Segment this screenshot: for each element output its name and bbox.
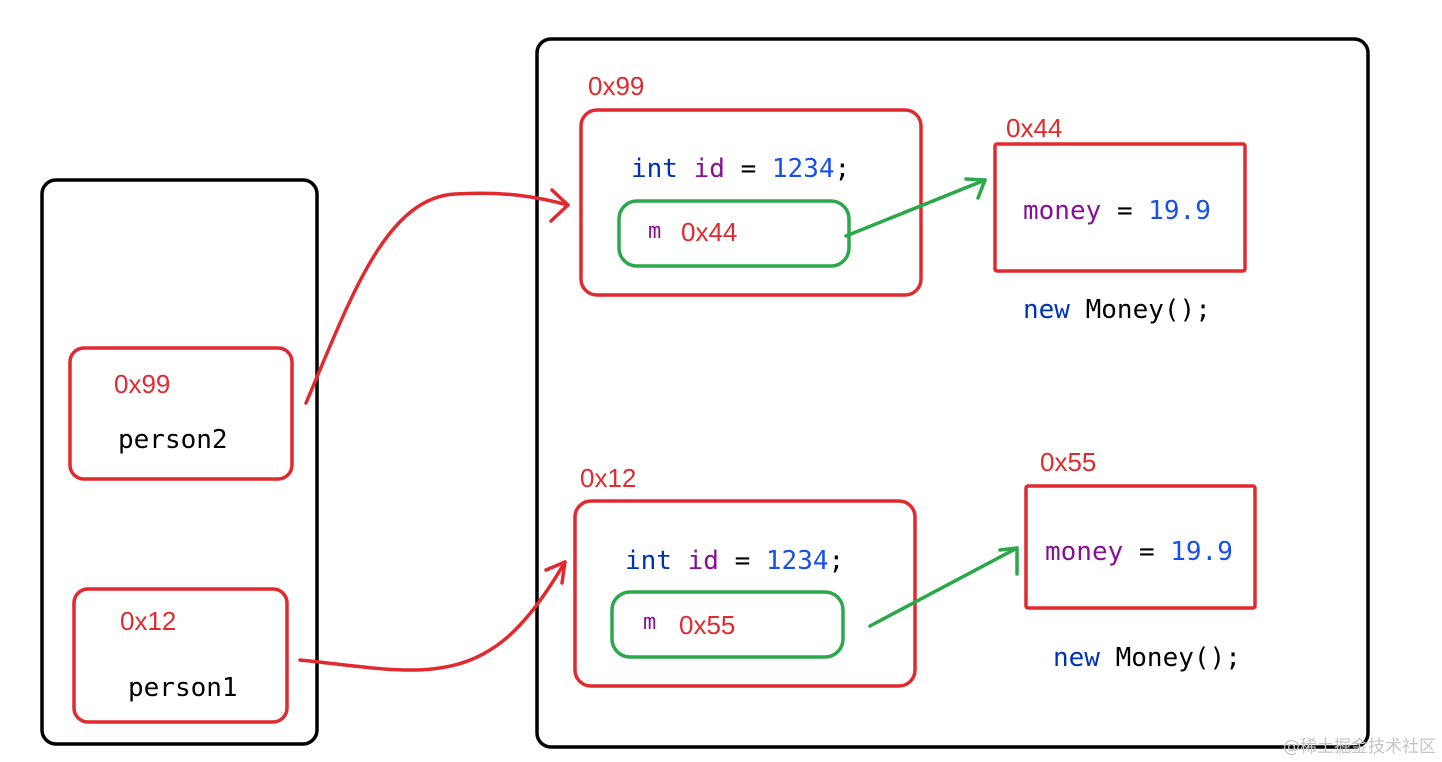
- money-field-name: money: [1045, 537, 1123, 567]
- stack-area: [40, 178, 319, 746]
- field-value: 1234: [772, 154, 835, 184]
- reference-arrow-m-0x55: [868, 546, 1019, 628]
- reference-arrow-person1: [298, 560, 567, 672]
- reference-field-name: m: [643, 610, 656, 635]
- reference-field-value: 0x55: [679, 610, 735, 640]
- watermark: @稀土掘金技术社区: [1283, 737, 1436, 757]
- field-declaration: int id = 1234;: [631, 154, 850, 184]
- money-object-box: [1024, 484, 1257, 610]
- reference-field-box: [610, 590, 845, 659]
- assign-operator: =: [735, 546, 751, 576]
- field-value: 1234: [766, 546, 829, 576]
- constructor-call: new Money();: [1023, 295, 1211, 325]
- arrow-line: [844, 178, 987, 238]
- heap-object-box: [573, 499, 917, 688]
- stack-variable-box: [68, 346, 294, 481]
- money-field-value: 19.9: [1148, 196, 1211, 226]
- money-object-box: [993, 142, 1247, 273]
- stack-variable-name: person1: [128, 673, 238, 703]
- money-field-value: 19.9: [1170, 537, 1233, 567]
- arrow-head: [549, 188, 570, 223]
- heap-area: [535, 37, 1370, 749]
- stack-variable-person2: 0x99 person2: [68, 346, 294, 481]
- new-keyword: new: [1023, 295, 1070, 325]
- stack-variable-person1: 0x12 person1: [72, 587, 289, 724]
- stack-variable-name: person2: [118, 425, 228, 455]
- heap-money-object-0x44: 0x44 money = 19.9 new Money();: [993, 113, 1247, 325]
- heap-person-object-0x12: 0x12 int id = 1234; m 0x55: [573, 463, 917, 688]
- heap-object-box: [579, 108, 923, 297]
- type-keyword: int: [625, 546, 672, 576]
- field-name: id: [688, 546, 719, 576]
- money-field: money = 19.9: [1045, 537, 1233, 567]
- reference-arrow-m-0x44: [844, 177, 987, 238]
- constructor-name: Money();: [1086, 295, 1211, 325]
- assign-operator: =: [1117, 196, 1133, 226]
- heap-money-object-0x55: 0x55 money = 19.9 new Money();: [1024, 447, 1257, 673]
- arrow-line: [304, 191, 570, 405]
- money-field: money = 19.9: [1023, 196, 1211, 226]
- assign-operator: =: [1139, 537, 1155, 567]
- reference-arrow-person2: [304, 188, 570, 405]
- assign-operator: =: [741, 154, 757, 184]
- arrow-line: [298, 560, 567, 672]
- heap-person-object-0x99: 0x99 int id = 1234; m 0x44: [579, 71, 923, 297]
- money-field-name: money: [1023, 196, 1101, 226]
- statement-terminator: ;: [835, 154, 851, 184]
- arrow-head: [544, 560, 567, 585]
- money-object-address: 0x44: [1006, 113, 1062, 143]
- reference-field-value: 0x44: [681, 217, 737, 247]
- statement-terminator: ;: [829, 546, 845, 576]
- reference-field-name: m: [648, 219, 661, 244]
- heap-object-address: 0x12: [580, 463, 636, 493]
- constructor-name: Money();: [1116, 643, 1241, 673]
- arrow-head: [964, 177, 987, 200]
- heap-object-address: 0x99: [588, 71, 644, 101]
- stack-variable-address: 0x99: [114, 369, 170, 399]
- new-keyword: new: [1053, 643, 1100, 673]
- arrow-head: [998, 546, 1019, 576]
- stack-variable-box: [72, 587, 289, 724]
- money-object-address: 0x55: [1040, 447, 1096, 477]
- stack-variable-address: 0x12: [120, 606, 176, 636]
- arrow-line: [868, 546, 1019, 628]
- field-name: id: [694, 154, 725, 184]
- field-declaration: int id = 1234;: [625, 546, 844, 576]
- constructor-call: new Money();: [1053, 643, 1241, 673]
- type-keyword: int: [631, 154, 678, 184]
